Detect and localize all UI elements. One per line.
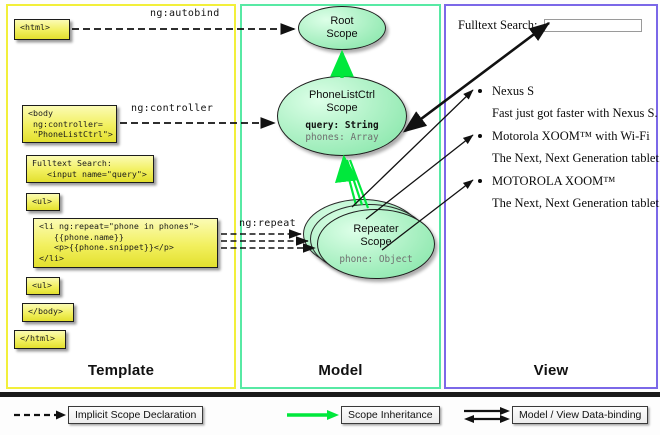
legend-label-model-view-data-binding: Model / View Data-binding — [512, 406, 649, 424]
code-box-body-close: </body> — [22, 303, 74, 322]
code-box-html-close: </html> — [14, 330, 66, 349]
legend-divider — [0, 392, 660, 397]
scope-phonelistctrl-vars: query: String phones: Array — [305, 120, 378, 143]
legend-item-model-view-data-binding: Model / View Data-binding — [462, 404, 649, 426]
view-search-row: Fulltext Search: — [458, 18, 642, 33]
code-box-body-controller: <body ng:controller= "PhoneListCtrl"> — [22, 105, 117, 143]
panel-view: Fulltext Search: Nexus S Fast just got f… — [444, 4, 660, 389]
view-item-snippet: Fast just got faster with Nexus S. — [492, 106, 658, 120]
legend-double-arrow-icon — [464, 407, 510, 423]
legend-green-arrow-icon — [287, 410, 339, 420]
scope-repeater-vars: phone: Object — [339, 254, 412, 266]
connector-label-ng-autobind: ng:autobind — [150, 8, 220, 19]
view-item-snippet: The Next, Next Generation tablet. — [492, 151, 660, 165]
code-box-ul-open: <ul> — [26, 193, 60, 211]
view-search-label: Fulltext Search: — [458, 18, 538, 32]
code-box-ul-close: <ul> — [26, 277, 60, 295]
connector-label-ng-controller: ng:controller — [131, 103, 214, 114]
legend-label-scope-inheritance: Scope Inheritance — [341, 406, 440, 424]
legend-item-implicit-scope-declaration: Implicit Scope Declaration — [12, 404, 204, 426]
list-item: Nexus S Fast just got faster with Nexus … — [476, 80, 658, 124]
view-item-name: MOTOROLA XOOM™ — [476, 170, 652, 192]
panel-view-label: View — [533, 362, 569, 379]
view-phone-list: Nexus S Fast just got faster with Nexus … — [476, 80, 660, 215]
view-item-name: Motorola XOOM™ with Wi-Fi — [476, 125, 652, 147]
view-rendered-page: Fulltext Search: Nexus S Fast just got f… — [446, 6, 660, 387]
panel-model-label: Model — [318, 362, 363, 379]
code-box-fulltext-search: Fulltext Search: <input name="query"> — [26, 155, 154, 183]
view-item-name: Nexus S — [476, 80, 652, 102]
connector-label-ng-repeat: ng:repeat — [239, 218, 296, 229]
view-item-snippet: The Next, Next Generation tablet. — [492, 196, 660, 210]
panel-model: Model — [240, 4, 441, 389]
legend-dashed-arrow-icon — [14, 410, 66, 420]
view-search-input[interactable] — [543, 19, 642, 32]
scope-var-query: query: String — [305, 120, 379, 131]
scope-var-phone: phone: Object — [339, 253, 413, 265]
list-item: MOTOROLA XOOM™ The Next, Next Generation… — [476, 170, 660, 214]
panel-template-label: Template — [87, 362, 155, 379]
legend-label-implicit-scope-declaration: Implicit Scope Declaration — [68, 406, 204, 424]
legend-item-scope-inheritance: Scope Inheritance — [285, 404, 440, 426]
code-box-li-repeat: <li ng:repeat="phone in phones"> {{phone… — [33, 218, 218, 268]
list-item: Motorola XOOM™ with Wi-Fi The Next, Next… — [476, 125, 660, 169]
code-box-html-open: <html> — [14, 19, 70, 40]
scope-var-phones: phones: Array — [305, 131, 379, 143]
